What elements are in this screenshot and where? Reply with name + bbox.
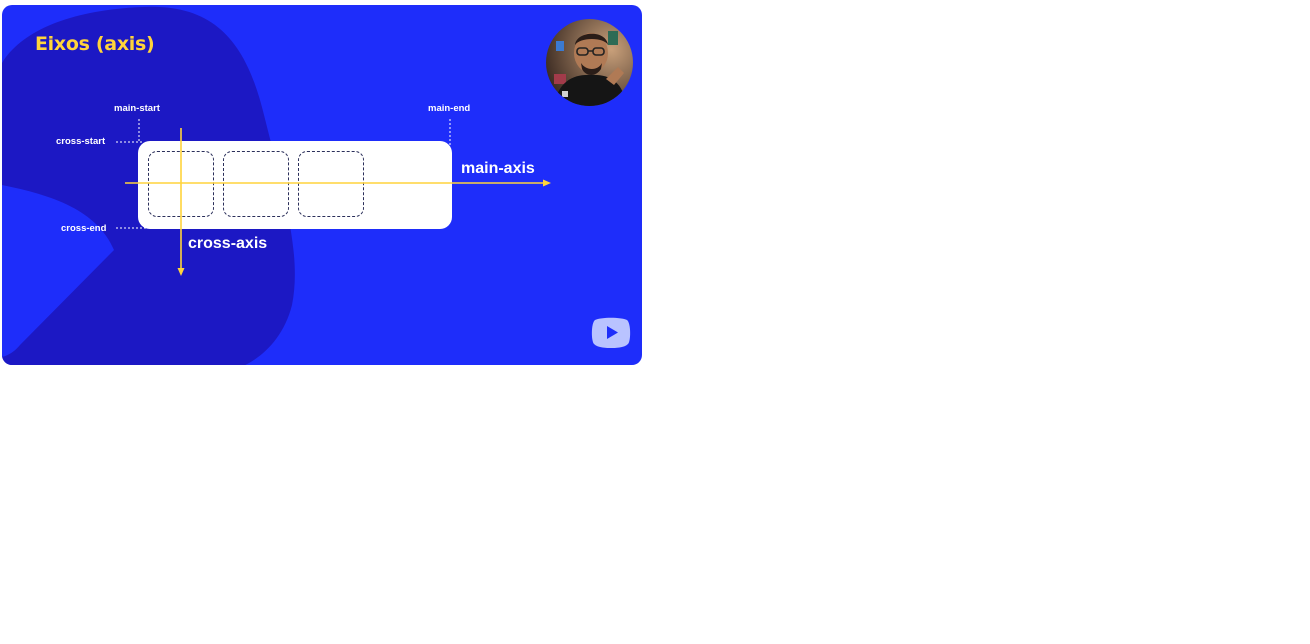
presenter-avatar <box>546 19 633 106</box>
axis-arrows <box>125 128 551 276</box>
slide-title: Eixos (axis) <box>35 33 155 55</box>
guide-lines <box>116 119 451 229</box>
play-logo-icon <box>591 317 631 348</box>
cross-end-label: cross-end <box>61 223 107 234</box>
main-start-label: main-start <box>114 103 160 114</box>
cross-start-label: cross-start <box>56 136 106 147</box>
main-axis-label: main-axis <box>461 160 535 177</box>
cross-axis-label: cross-axis <box>188 235 268 252</box>
cross-axis-arrowhead <box>177 268 185 276</box>
flex-item <box>298 151 364 217</box>
flex-item <box>223 151 289 217</box>
main-end-label: main-end <box>428 103 471 114</box>
slide: Eixos (axis) main-start main-end cross-s… <box>2 5 642 365</box>
main-axis-arrowhead <box>543 179 551 187</box>
